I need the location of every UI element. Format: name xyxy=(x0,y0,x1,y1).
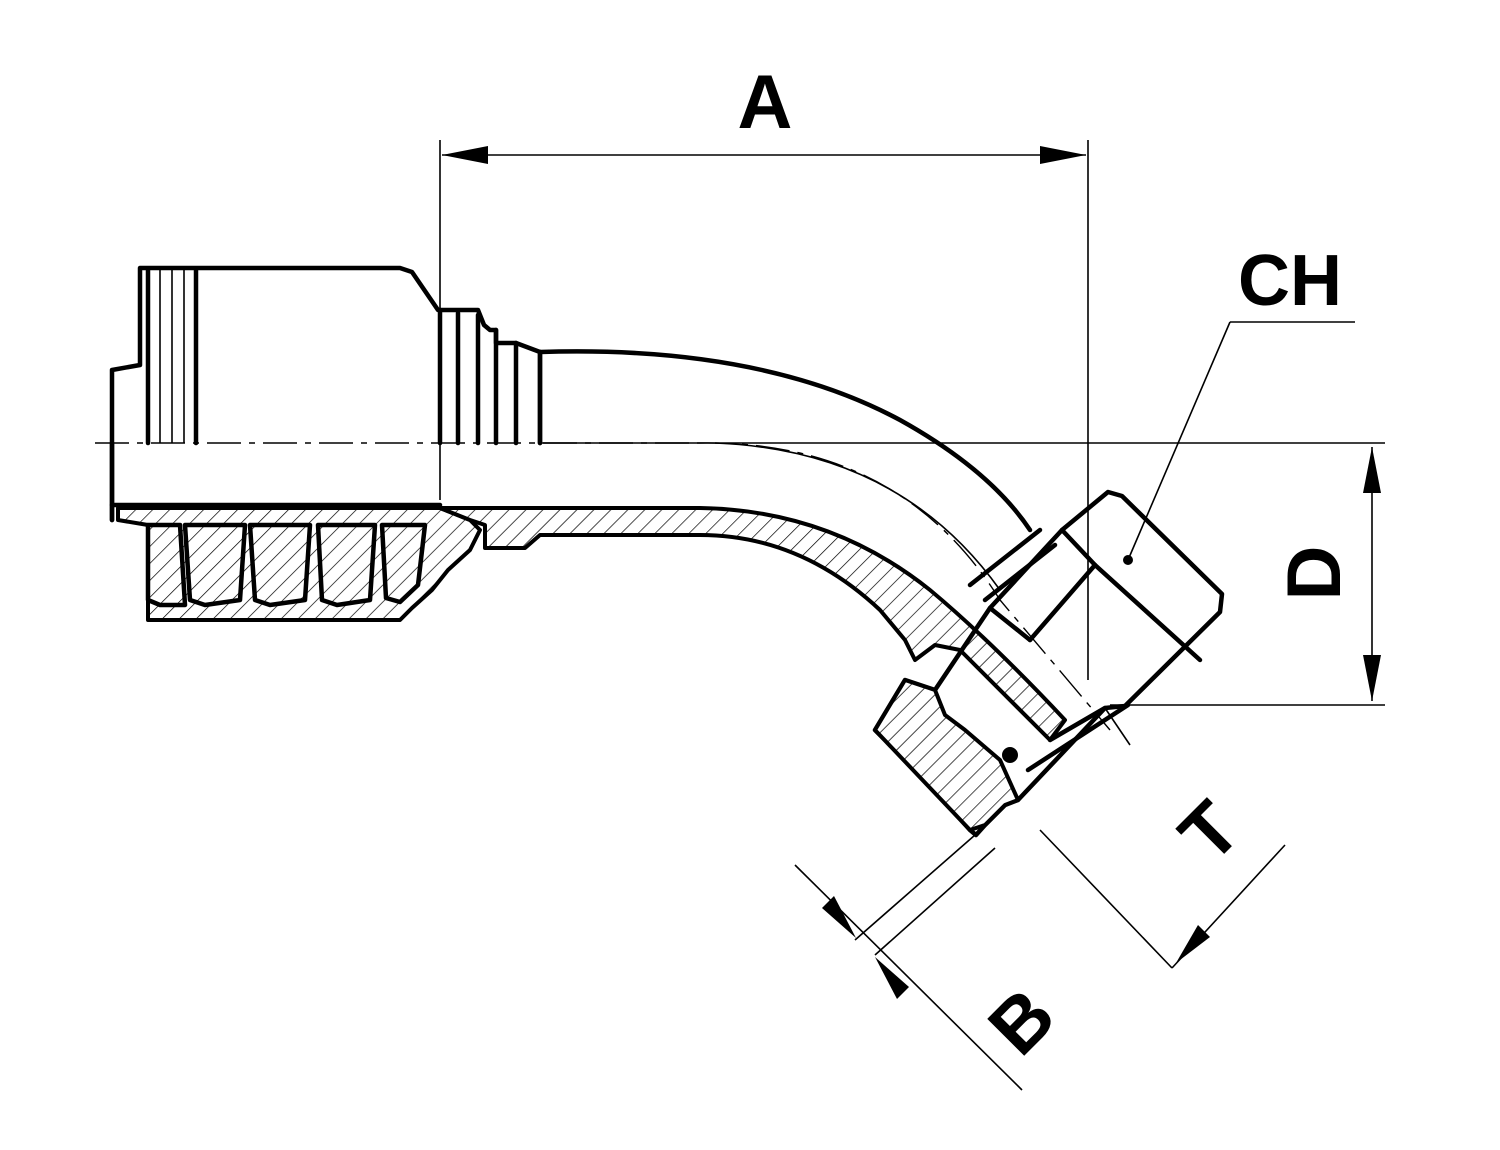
label-a: A xyxy=(738,60,793,145)
label-ch: CH xyxy=(1238,241,1342,321)
dimension-ch xyxy=(1123,321,1355,565)
label-t: T xyxy=(1163,785,1256,878)
label-d: D xyxy=(1272,546,1357,601)
ferrule xyxy=(109,265,543,622)
dimension-t xyxy=(1039,707,1286,969)
bent-tube xyxy=(438,349,1067,742)
swivel-nut xyxy=(872,489,1225,838)
dimension-b xyxy=(794,834,1023,1091)
dimension-a xyxy=(439,140,1089,680)
dimension-d xyxy=(540,442,1385,706)
